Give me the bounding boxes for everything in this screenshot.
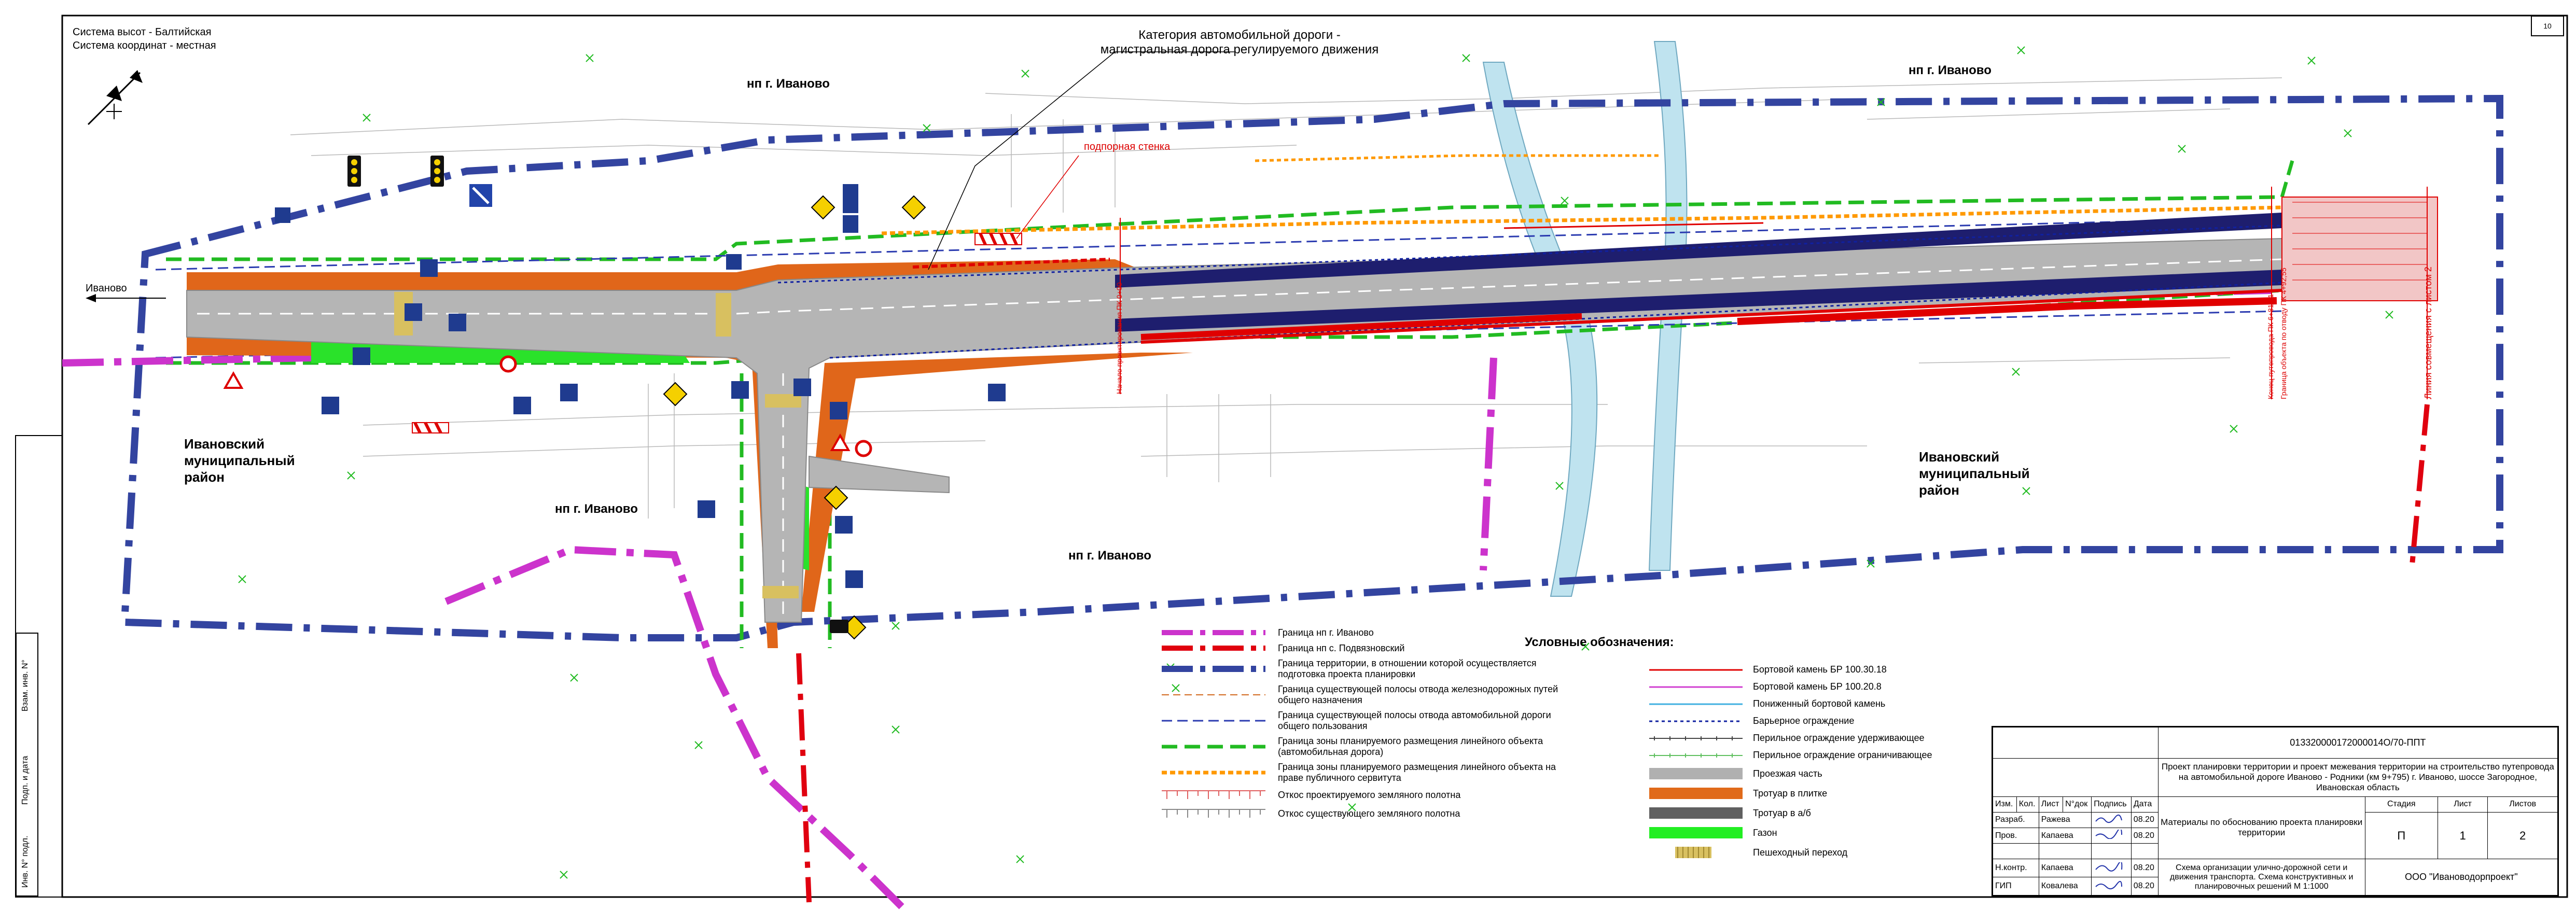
place-ivanovo-southwest: нп г. Иваново (555, 502, 638, 516)
side-stamp: Инв. N° подл. Подп. и дата Взам. инв. N° (16, 633, 38, 897)
legend-swatch (1649, 669, 1743, 670)
retaining-wall-label: подпорная стенка (1084, 141, 1171, 152)
district-label-right: Ивановский муниципальный район (1919, 449, 2030, 498)
road-category-note: Категория автомобильной дороги - магистр… (1084, 28, 1395, 57)
legend-item: Бортовой камень БР 100.30.18 (1649, 661, 1940, 678)
stream-1 (1482, 62, 1598, 597)
legend-swatch (1162, 694, 1265, 695)
legend-swatch (1649, 788, 1743, 799)
tree-markers (238, 46, 2393, 879)
signature (2091, 827, 2132, 844)
legend-item: Граница нп с. Подвязновский (1162, 640, 1618, 656)
legend-swatch (1649, 720, 1743, 722)
boundary-city-bottom (444, 545, 905, 910)
materials-label: Материалы по обоснованию проекта планиро… (2157, 796, 2365, 860)
legend-swatch (1649, 686, 1743, 688)
drawing-code: 013320000172000014О/70-ППТ (2157, 726, 2558, 759)
legend-title: Условные обозначения: (1525, 635, 1674, 649)
legend-swatch (1649, 703, 1743, 705)
legend-swatch (1649, 736, 1743, 740)
project-title: Проект планировки территории и проект ме… (2157, 758, 2558, 797)
legend-item: Граница нп г. Иваново (1162, 625, 1618, 640)
signature (2091, 811, 2132, 828)
legend-left: Граница нп г. Иваново Граница нп с. Подв… (1162, 625, 1618, 823)
coord-system-note: Система координат - местная (73, 40, 216, 51)
sheet-number: 10 (2531, 16, 2564, 36)
legend-swatch (1675, 847, 1711, 858)
legend-item: Перильное ограждение ограничивающее (1649, 747, 1940, 764)
legend-item: Тротуар в плитке (1649, 783, 1940, 803)
title-block: 013320000172000014О/70-ППТ Проект планир… (1992, 726, 2559, 897)
boundary-planning-area (120, 94, 2503, 641)
district-label-left: Ивановский муниципальный район (184, 436, 295, 485)
legend-item: Барьерное ограждение (1649, 712, 1940, 730)
legend-item: Граница существующей полосы отвода желез… (1162, 682, 1618, 708)
legend-item: Проезжая часть (1649, 764, 1940, 783)
traffic-light-icon (347, 156, 848, 633)
legend-swatch (1162, 790, 1265, 799)
legend-item: Бортовой камень БР 100.20.8 (1649, 678, 1940, 695)
terrain-lines (290, 77, 2282, 519)
section-label-row-boundary: Граница объекта по отводу ПК 4+92,55 (2279, 268, 2288, 399)
legend-item: Пониженный бортовой камень (1649, 695, 1940, 712)
legend-swatch (1162, 809, 1265, 818)
legend-swatch (1162, 745, 1265, 749)
legend-item: Откос проектируемого земляного полотна (1162, 786, 1618, 804)
overpass-south (1115, 270, 2282, 332)
legend-item: Пешеходный переход (1649, 843, 1940, 862)
overpass-north (1115, 213, 2282, 288)
legend-swatch (1162, 646, 1265, 651)
height-system-note: Система высот - Балтийская (73, 26, 212, 38)
road-category-line2: магистральная дорога регулируемого движе… (1100, 43, 1379, 57)
legend-item: Откос существующего земляного полотна (1162, 804, 1618, 823)
legend-swatch (1162, 771, 1265, 775)
legend-swatch (1649, 807, 1743, 819)
signature (2091, 859, 2132, 878)
place-ivanovo-south: нп г. Иваново (1068, 549, 1151, 563)
ivanovo-direction-label: Иваново (86, 283, 127, 294)
place-ivanovo-northeast: нп г. Иваново (1909, 63, 1992, 77)
legend-right: Бортовой камень БР 100.30.18 Бортовой ка… (1649, 661, 1940, 862)
legend-item: Тротуар в а/б (1649, 803, 1940, 823)
section-label-overpass-end: Конец путепровода ПК 6+81,81 (2266, 294, 2275, 399)
signature (2091, 877, 2132, 895)
legend-item: Граница зоны планируемого размещения лин… (1162, 734, 1618, 760)
legend-swatch (1162, 666, 1265, 672)
company-name: ООО "Ивановодорпроект" (2364, 859, 2558, 895)
legend-swatch (1649, 827, 1743, 838)
legend-swatch (1162, 720, 1265, 722)
place-ivanovo-north: нп г. Иваново (747, 77, 830, 91)
legend-item: Граница территории, в отношении которой … (1162, 656, 1618, 682)
road-sign-icon (223, 184, 1022, 640)
curb-red-south (1737, 297, 2277, 325)
legend-item: Граница зоны планируемого размещения лин… (1162, 760, 1618, 786)
road-category-line1: Категория автомобильной дороги - (1138, 28, 1341, 42)
zone-green-top (166, 160, 2294, 261)
legend-swatch (1162, 630, 1265, 635)
legend-swatch (1649, 768, 1743, 779)
legend-item: Граница существующей полосы отвода автом… (1162, 708, 1618, 734)
north-arrow-icon (87, 70, 143, 125)
match-line-label: Линия совмещения с листом 2 (2423, 267, 2433, 399)
legend-swatch (1649, 753, 1743, 758)
legend-item: Газон (1649, 823, 1940, 843)
drawing-title: Схема организации улично-дорожной сети и… (2157, 859, 2365, 895)
legend-item: Перильное ограждение удерживающее (1649, 730, 1940, 747)
section-label-start: Начало проектирования ПК 0+00 (1115, 282, 1123, 394)
sidewalk-north (187, 259, 1141, 290)
